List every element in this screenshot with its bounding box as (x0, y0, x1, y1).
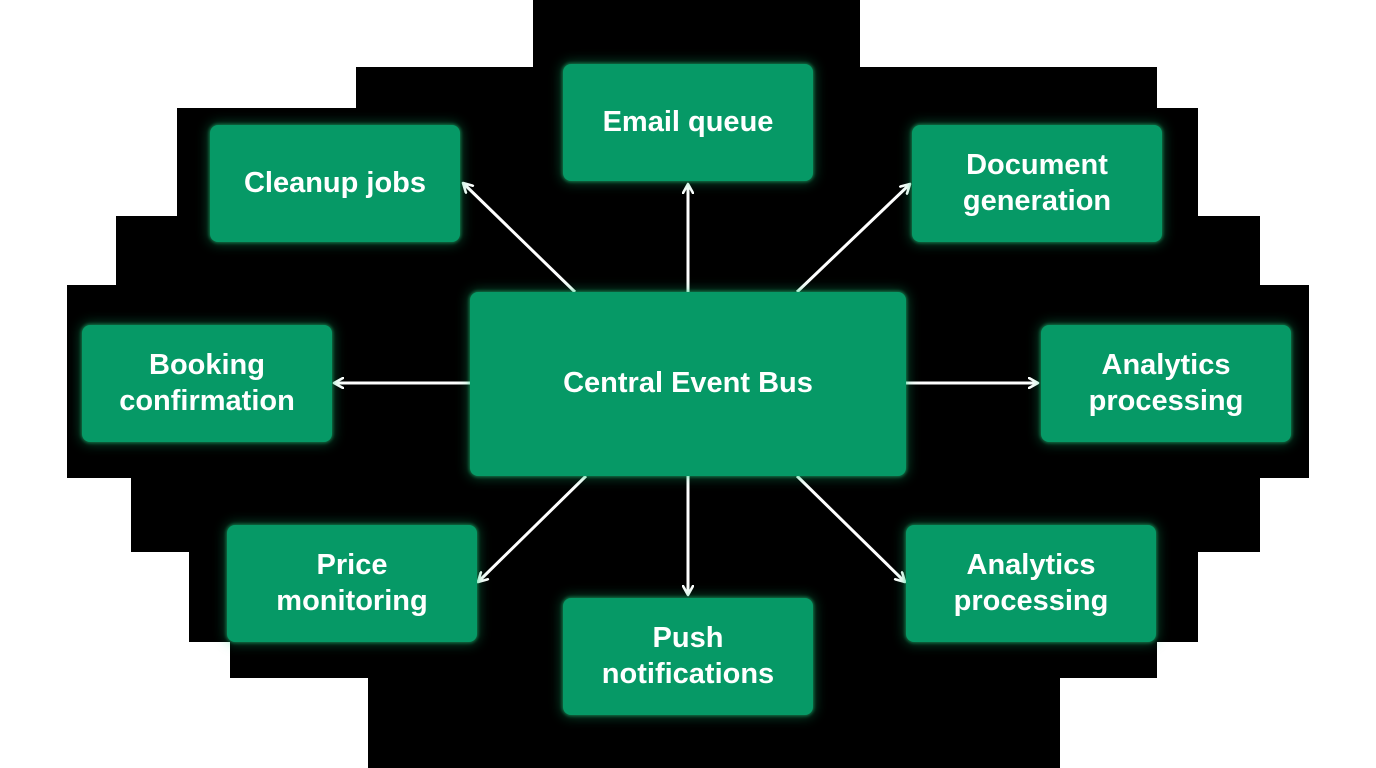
arrow-to-analytics-processing-bottom-right (795, 474, 905, 582)
arrow-to-cleanup-jobs (463, 183, 577, 294)
arrow-to-price-monitoring (478, 474, 588, 582)
push-notifications-node: Push notifications (563, 598, 813, 715)
cleanup-jobs-label: Cleanup jobs (243, 166, 427, 199)
email-queue-node: Email queue (563, 64, 813, 181)
analytics-processing-bottom-right-node: Analytics processing (906, 525, 1156, 642)
push-notifications-label: Push notifications (601, 621, 775, 690)
analytics-processing-bottom-right-label: Analytics processing (953, 548, 1109, 617)
central-event-bus-label: Central Event Bus (563, 367, 813, 400)
document-generation-label: Document generation (962, 148, 1112, 217)
analytics-processing-right-label: Analytics processing (1088, 348, 1244, 417)
booking-confirmation-node: Booking confirmation (82, 325, 332, 442)
central-event-bus-node: Central Event Bus (470, 292, 906, 476)
document-generation-node: Document generation (912, 125, 1162, 242)
price-monitoring-node: Price monitoring (227, 525, 477, 642)
analytics-processing-right-node: Analytics processing (1041, 325, 1291, 442)
email-queue-label: Email queue (602, 105, 774, 138)
arrow-to-document-generation (795, 184, 910, 294)
price-monitoring-label: Price monitoring (276, 548, 428, 617)
booking-confirmation-label: Booking confirmation (119, 348, 295, 417)
cleanup-jobs-node: Cleanup jobs (210, 125, 460, 242)
